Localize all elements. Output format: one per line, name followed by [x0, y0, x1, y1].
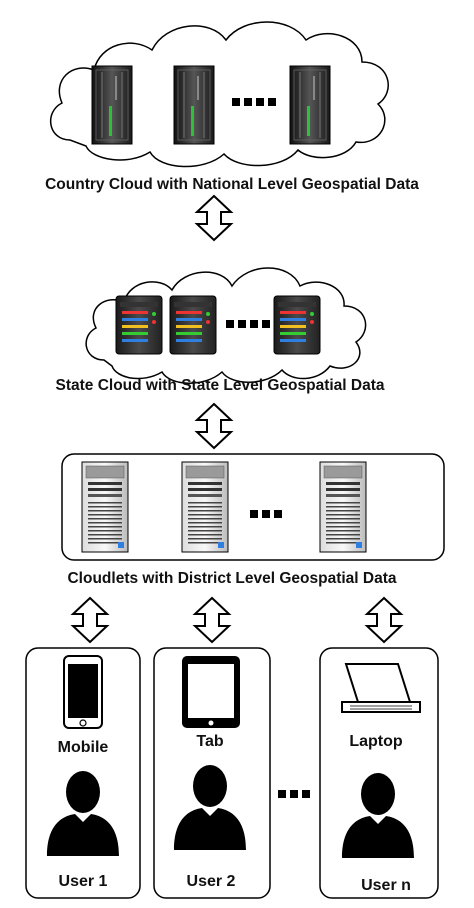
mobile-phone-icon [63, 655, 103, 729]
desktop-tower-1 [81, 461, 129, 553]
tablet-icon [182, 656, 240, 728]
state-cloud-label: State Cloud with State Level Geospatial … [55, 377, 384, 394]
ellipsis-dots [232, 98, 276, 106]
cloudlets-box [61, 453, 445, 561]
user-label: User 2 [187, 873, 236, 890]
double-arrow-icon [196, 403, 232, 449]
user-card-2: Tab User 2 [153, 647, 271, 899]
ellipsis-dots [278, 790, 310, 798]
user-label: User 1 [59, 873, 108, 890]
tower-server-1 [115, 295, 163, 355]
cloudlets-label: Cloudlets with District Level Geospatial… [67, 570, 396, 587]
tower-server-3 [273, 295, 321, 355]
state-cloud [85, 267, 367, 384]
device-label: Mobile [58, 739, 109, 756]
country-cloud [49, 21, 389, 168]
tower-server-2 [169, 295, 217, 355]
ellipsis-dots [226, 320, 270, 328]
device-label: Tab [196, 733, 223, 750]
rack-server-2 [173, 65, 215, 145]
double-arrow-icon [366, 597, 402, 643]
double-arrow-icon [72, 597, 108, 643]
rack-server-1 [91, 65, 133, 145]
double-arrow-icon [196, 195, 232, 241]
user-label: User n [361, 877, 411, 894]
device-label: Laptop [349, 733, 403, 750]
desktop-tower-3 [319, 461, 367, 553]
user-card-3: Laptop User n [319, 647, 439, 899]
user-card-1: Mobile User 1 [25, 647, 141, 899]
rack-server-3 [289, 65, 331, 145]
desktop-tower-2 [181, 461, 229, 553]
country-cloud-label: Country Cloud with National Level Geospa… [45, 176, 419, 193]
double-arrow-icon [194, 597, 230, 643]
laptop-icon [341, 663, 421, 713]
ellipsis-dots [250, 510, 282, 518]
